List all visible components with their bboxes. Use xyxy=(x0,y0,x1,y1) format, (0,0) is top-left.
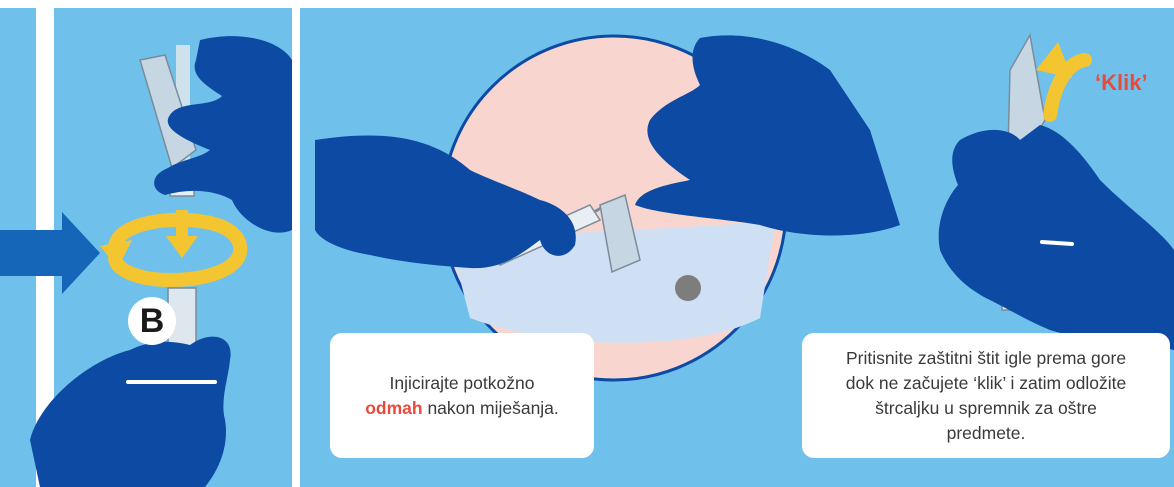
panel-2-art xyxy=(315,34,900,382)
step-label-b: B xyxy=(128,297,176,345)
rotate-arrow-icon xyxy=(108,212,248,288)
push-arrow-icon xyxy=(0,212,100,294)
panel-1-art xyxy=(0,36,292,487)
inject-text-before: Injicirajte potkožno xyxy=(389,372,535,393)
upper-glove-hand xyxy=(154,36,292,233)
inject-text-after: nakon miješanja. xyxy=(427,397,559,418)
down-arrow-icon xyxy=(176,210,188,240)
inject-text-accent: odmah xyxy=(365,397,423,418)
right-glove-hand xyxy=(635,35,900,236)
klik-sound-label: ‘Klik’ xyxy=(1095,70,1148,95)
panel-3-art xyxy=(938,32,1174,350)
needle-guard xyxy=(139,54,197,170)
inject-callout-text: Injicirajte potkožno odmah nakon miješan… xyxy=(365,371,559,421)
dispose-callout: Pritisnite zaštitni štit igle prema gore… xyxy=(802,333,1170,458)
needle-guard-2 xyxy=(599,193,641,274)
inject-callout: Injicirajte potkožno odmah nakon miješan… xyxy=(330,333,594,458)
lower-glove-hand xyxy=(30,336,231,487)
down-arrow-head xyxy=(166,236,198,258)
left-glove-hand xyxy=(315,135,576,269)
pouch-strip xyxy=(450,222,775,343)
pouch-button xyxy=(675,275,701,301)
rotate-arrow-head xyxy=(100,240,132,268)
curved-up-arrow-head xyxy=(1036,42,1072,78)
panel-3-glove-hand xyxy=(938,125,1174,350)
plunger-flange xyxy=(1040,240,1074,246)
dispose-callout-text: Pritisnite zaštitni štit igle prema gore… xyxy=(845,347,1127,443)
